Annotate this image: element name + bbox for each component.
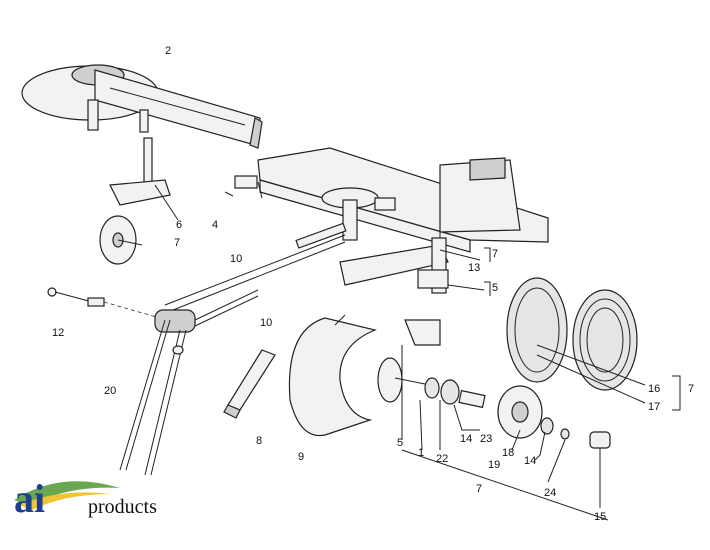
part-6-spindle-wheel: [99, 137, 171, 265]
label-7-right: 7: [688, 383, 694, 395]
logo-swoosh-yellow: [20, 492, 110, 510]
label-18: 18: [502, 447, 514, 459]
hub-assembly: [377, 319, 611, 449]
label-10-upper: 10: [230, 253, 242, 265]
part-2-arm-assembly: [21, 64, 263, 149]
label-14-left: 14: [460, 433, 472, 445]
label-19: 19: [488, 459, 500, 471]
label-7-upper: 7: [492, 248, 498, 260]
label-6: 6: [176, 219, 182, 231]
label-12: 12: [52, 327, 64, 339]
callout-labels: 2 6 7 4 7 13 5 10 10 12 20 8 9 5 1 22 14…: [52, 45, 694, 523]
label-10-lower: 10: [260, 317, 272, 329]
label-15: 15: [594, 511, 606, 523]
label-22: 22: [436, 453, 448, 465]
part-9-shield: [288, 314, 377, 437]
label-4: 4: [212, 219, 218, 231]
label-14-right: 14: [524, 455, 536, 467]
label-5-upper: 5: [492, 282, 498, 294]
label-16: 16: [648, 383, 660, 395]
part-10-rods: [164, 222, 347, 327]
logo-text: products: [88, 496, 157, 518]
main-frame: [257, 147, 549, 253]
part-13-bracket: [339, 228, 449, 294]
label-20: 20: [104, 385, 116, 397]
label-1: 1: [418, 447, 424, 459]
part-4-clamp: [224, 175, 263, 199]
label-9: 9: [298, 451, 304, 463]
label-24: 24: [544, 487, 556, 499]
label-2: 2: [165, 45, 171, 57]
label-8: 8: [256, 435, 262, 447]
part-20-levers: [119, 309, 196, 476]
part-8-scraper: [223, 349, 276, 419]
parts-16-17-rings: [506, 277, 638, 391]
label-5-lower: 5: [397, 437, 403, 449]
ai-products-logo: ai products: [14, 476, 157, 521]
logo-mark: ai: [14, 476, 45, 521]
label-13: 13: [468, 262, 480, 274]
part-12-link: [47, 287, 161, 319]
label-7: 7: [174, 237, 180, 249]
label-23: 23: [480, 433, 492, 445]
label-17: 17: [648, 401, 660, 413]
label-7-lower: 7: [476, 483, 482, 495]
leader-lines: [154, 184, 681, 521]
